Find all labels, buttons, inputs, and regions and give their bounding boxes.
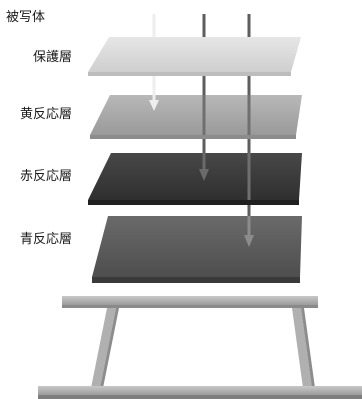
label-blue-layer: 青反応層 (19, 232, 72, 247)
protective-layer-plate (88, 37, 301, 72)
yellow-reaction-layer-plate (90, 95, 302, 135)
red-reaction-layer-plate (88, 153, 302, 200)
light-ray-arrowhead (199, 169, 209, 181)
label-protective-layer: 保護層 (32, 50, 72, 65)
blue-reaction-layer-plate (92, 216, 302, 277)
label-red-layer: 赤反応層 (19, 169, 72, 184)
light-ray-arrowhead (244, 235, 254, 247)
label-yellow-layer: 黄反応層 (19, 107, 72, 122)
film-base-frame (38, 296, 362, 399)
light-ray-arrowhead (149, 100, 159, 111)
label-subject: 被写体 (5, 10, 45, 25)
